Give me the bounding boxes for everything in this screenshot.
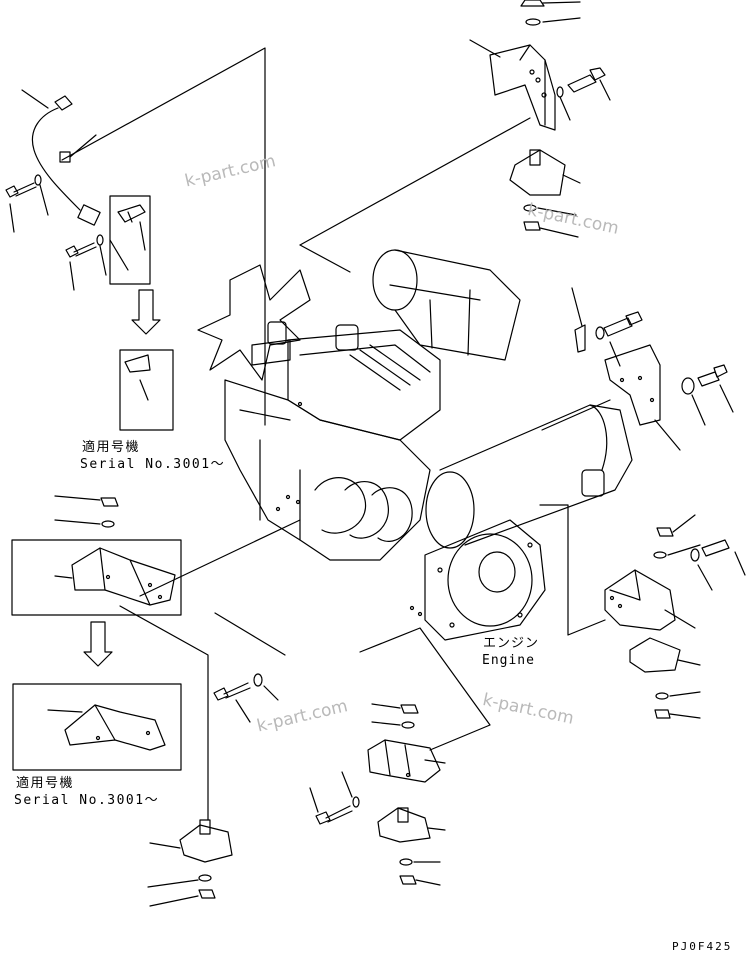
mount-bottom-center bbox=[309, 703, 446, 886]
inset-box-bracket-new-2 bbox=[12, 683, 182, 771]
engine-assembly bbox=[197, 249, 633, 641]
engine-label-en: Engine bbox=[482, 653, 535, 668]
arrow-down-icon-2 bbox=[83, 621, 113, 667]
serial-label-1: Serial No.3001〜 bbox=[80, 457, 226, 472]
mount-right-lower bbox=[604, 514, 746, 719]
page-code: PJ0F425 bbox=[672, 940, 733, 953]
serial-label-2: Serial No.3001〜 bbox=[14, 793, 160, 808]
bolts-left-top bbox=[5, 174, 107, 291]
inset-box-bracket-new bbox=[119, 349, 174, 431]
leader-lines bbox=[21, 39, 611, 821]
engine-label-jp: エンジン bbox=[483, 636, 540, 651]
sensor-harness bbox=[31, 95, 101, 226]
applicable-models-label-2: 適用号機 bbox=[16, 776, 75, 791]
mount-bottom-left bbox=[147, 819, 233, 907]
arrow-down-icon bbox=[131, 289, 161, 335]
bolt-center-left bbox=[213, 673, 279, 723]
clamp-and-brackets-right bbox=[574, 311, 734, 451]
inset-box-bracket-old-2 bbox=[11, 539, 182, 616]
inset-box-bracket-old bbox=[109, 195, 151, 285]
bracket-left-middle bbox=[54, 495, 119, 528]
applicable-models-label-1: 適用号機 bbox=[82, 440, 141, 455]
mount-top-right bbox=[489, 0, 611, 238]
